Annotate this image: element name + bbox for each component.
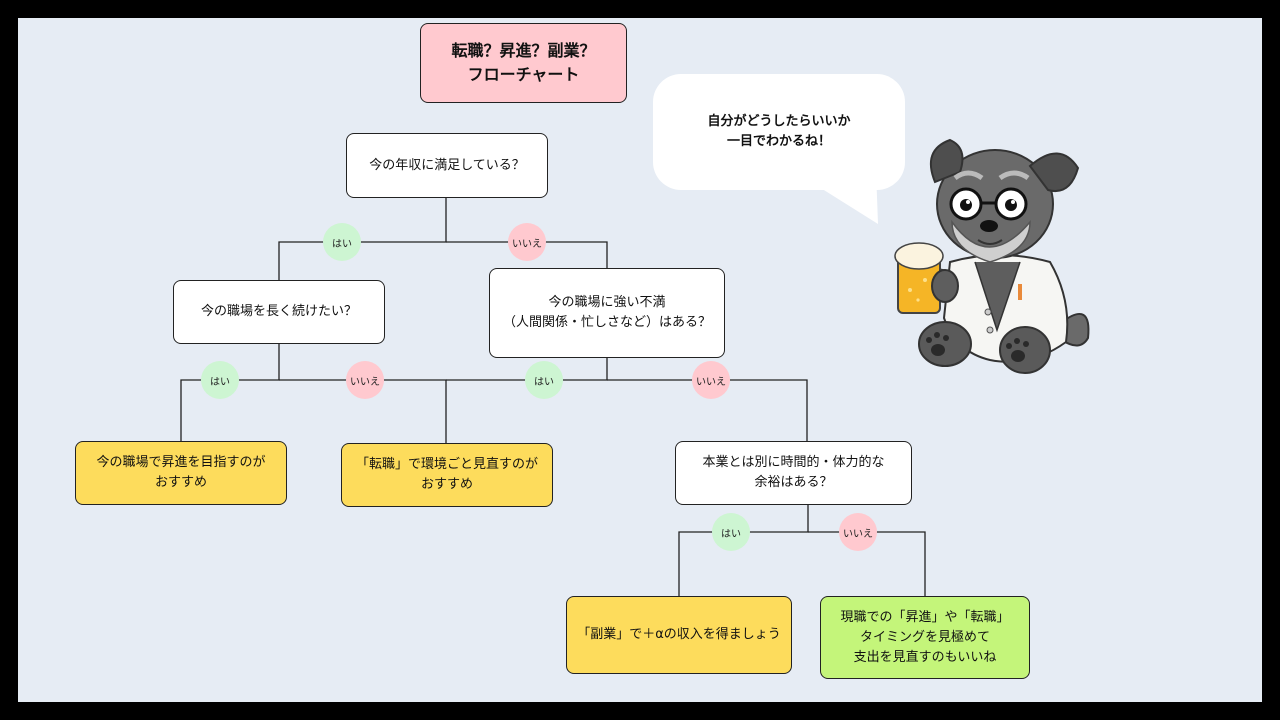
question-workplace-dissatisfaction: 今の職場に強い不満 （人間関係・忙しさなど）はある？ bbox=[489, 268, 725, 358]
question-salary-satisfaction: 今の年収に満足している？ bbox=[346, 133, 548, 198]
yes-badge: はい bbox=[201, 361, 239, 399]
yes-badge: はい bbox=[525, 361, 563, 399]
no-badge: いいえ bbox=[692, 361, 730, 399]
no-badge: いいえ bbox=[346, 361, 384, 399]
connector-q3-no bbox=[607, 379, 808, 441]
yes-badge: はい bbox=[323, 223, 361, 261]
no-badge: いいえ bbox=[839, 513, 877, 551]
result-promotion: 今の職場で昇進を目指すのが おすすめ bbox=[75, 441, 287, 505]
no-badge: いいえ bbox=[508, 223, 546, 261]
result-job-change: 「転職」で環境ごと見直すのが おすすめ bbox=[341, 443, 553, 507]
chart-title: 転職？昇進？副業？ フローチャート bbox=[420, 23, 627, 103]
connector-q1-yes bbox=[278, 198, 447, 280]
question-spare-time: 本業とは別に時間的・体力的な 余裕はある？ bbox=[675, 441, 912, 505]
question-stay-long: 今の職場を長く続けたい？ bbox=[173, 280, 385, 344]
yes-badge: はい bbox=[712, 513, 750, 551]
result-side-job: 「副業」で＋αの収入を得ましょう bbox=[566, 596, 792, 674]
connector-q1-no bbox=[446, 241, 608, 268]
result-review-spending: 現職での「昇進」や「転職」 タイミングを見極めて 支出を見直すのもいいね bbox=[820, 596, 1030, 679]
canvas-background bbox=[18, 18, 1262, 702]
speech-bubble: 自分がどうしたらいいか 一目でわかるね！ bbox=[653, 74, 905, 190]
